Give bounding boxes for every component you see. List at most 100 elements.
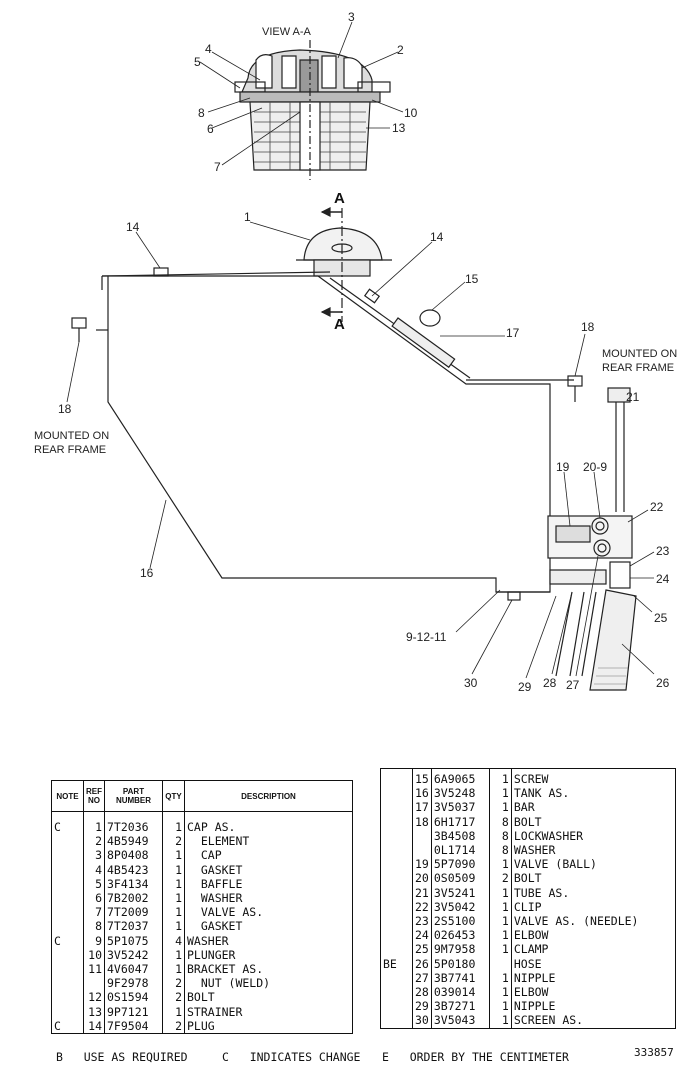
part-number-cell: 4B5949: [104, 834, 163, 849]
note-cell: [380, 985, 413, 1000]
part-number-cell: 3B7271: [431, 999, 490, 1014]
note-cell: C: [51, 811, 84, 835]
ref-no-cell: 13: [83, 1004, 105, 1019]
ref-no-cell: 28: [412, 985, 432, 1000]
callout-22: 22: [650, 500, 664, 514]
qty-cell: 1: [489, 928, 512, 943]
description-cell: BOLT: [513, 871, 542, 886]
ref-no-cell: 24: [412, 928, 432, 943]
header-part-number: PART NUMBER: [104, 780, 163, 812]
callout-24: 24: [656, 572, 670, 586]
part-number-cell: 3V5248: [431, 786, 490, 801]
part-number-cell: 3B7741: [431, 970, 490, 986]
callout-2: 2: [397, 43, 404, 57]
mounting-bolts: [71, 317, 583, 402]
description-cell: CAP AS.: [187, 820, 236, 834]
ref-no-cell: 2: [83, 834, 105, 849]
qty-cell: 1: [162, 905, 185, 920]
note-cell: [380, 928, 413, 943]
qty-cell: 2: [489, 871, 512, 886]
ref-no-cell: 18: [412, 814, 432, 829]
ref-no-cell: 5: [83, 876, 105, 892]
part-number-cell: 3V5037: [431, 800, 490, 815]
description-cell: CAP: [187, 848, 222, 863]
section-marker-bottom: A: [334, 316, 345, 333]
qty-cell: 1: [162, 891, 185, 906]
note-cell: [51, 876, 84, 892]
part-number-cell: 4V6047: [104, 962, 163, 977]
qty-cell: 1: [489, 885, 512, 900]
header-description: DESCRIPTION: [184, 780, 353, 812]
callout-27: 27: [566, 678, 580, 692]
callout-21: 21: [626, 390, 640, 404]
mounted-right-line1: MOUNTED ON: [602, 348, 678, 360]
ref-no-cell: 12: [83, 990, 105, 1005]
mounted-right-line2: REAR FRAME: [602, 362, 675, 374]
note-cell: [51, 990, 84, 1005]
ref-no-cell: 25: [412, 942, 432, 957]
ref-no-cell: 9: [83, 933, 105, 948]
parts-list-left: NOTE REF NO PART NUMBER QTY DESCRIPTION …: [51, 780, 353, 1035]
qty-cell: 1: [162, 1004, 185, 1019]
note-cell: C: [51, 1018, 84, 1034]
section-marker-top: A: [334, 190, 345, 207]
callout-18-left: 18: [58, 402, 72, 416]
note-cell: [51, 919, 84, 934]
note-cell: [51, 947, 84, 963]
description-cell: HOSE: [513, 956, 542, 971]
note-cell: [380, 843, 413, 858]
qty-cell: 1: [489, 970, 512, 986]
part-number-cell: 6A9065: [431, 768, 490, 787]
qty-cell: [489, 956, 512, 971]
ref-no-cell: 16: [412, 786, 432, 801]
ref-no-cell: 20: [412, 871, 432, 886]
ref-no-cell: 23: [412, 914, 432, 929]
description-cell: BRACKET AS.: [187, 962, 264, 977]
ref-no-cell: 27: [412, 970, 432, 986]
note-cell: [51, 962, 84, 977]
qty-cell: 1: [162, 862, 185, 877]
description-cell: STRAINER: [187, 1004, 243, 1019]
ref-no-cell: 22: [412, 899, 432, 915]
description-cell: BAR: [513, 800, 535, 815]
part-number-cell: 7T2036: [104, 811, 163, 835]
ref-no-cell: 21: [412, 885, 432, 900]
description-cell: BOLT: [513, 814, 542, 829]
ref-no-cell: 4: [83, 862, 105, 877]
qty-cell: 1: [489, 800, 512, 815]
callout-14-right: 14: [430, 230, 444, 244]
description-cell: VALVE (BALL): [513, 857, 597, 872]
part-number-cell: 3V5043: [431, 1013, 490, 1029]
callout-26: 26: [656, 676, 670, 690]
note-cell: [380, 768, 413, 787]
qty-cell: 8: [489, 814, 512, 829]
description-cell: CLAMP: [513, 942, 549, 957]
part-number-cell: 0S1594: [104, 990, 163, 1005]
ref-no-cell: 17: [412, 800, 432, 815]
ref-no-cell: 19: [412, 857, 432, 872]
qty-cell: 1: [489, 985, 512, 1000]
cap-section-view: [199, 21, 404, 180]
callout-25: 25: [654, 611, 668, 625]
ref-no-cell: 11: [83, 962, 105, 977]
